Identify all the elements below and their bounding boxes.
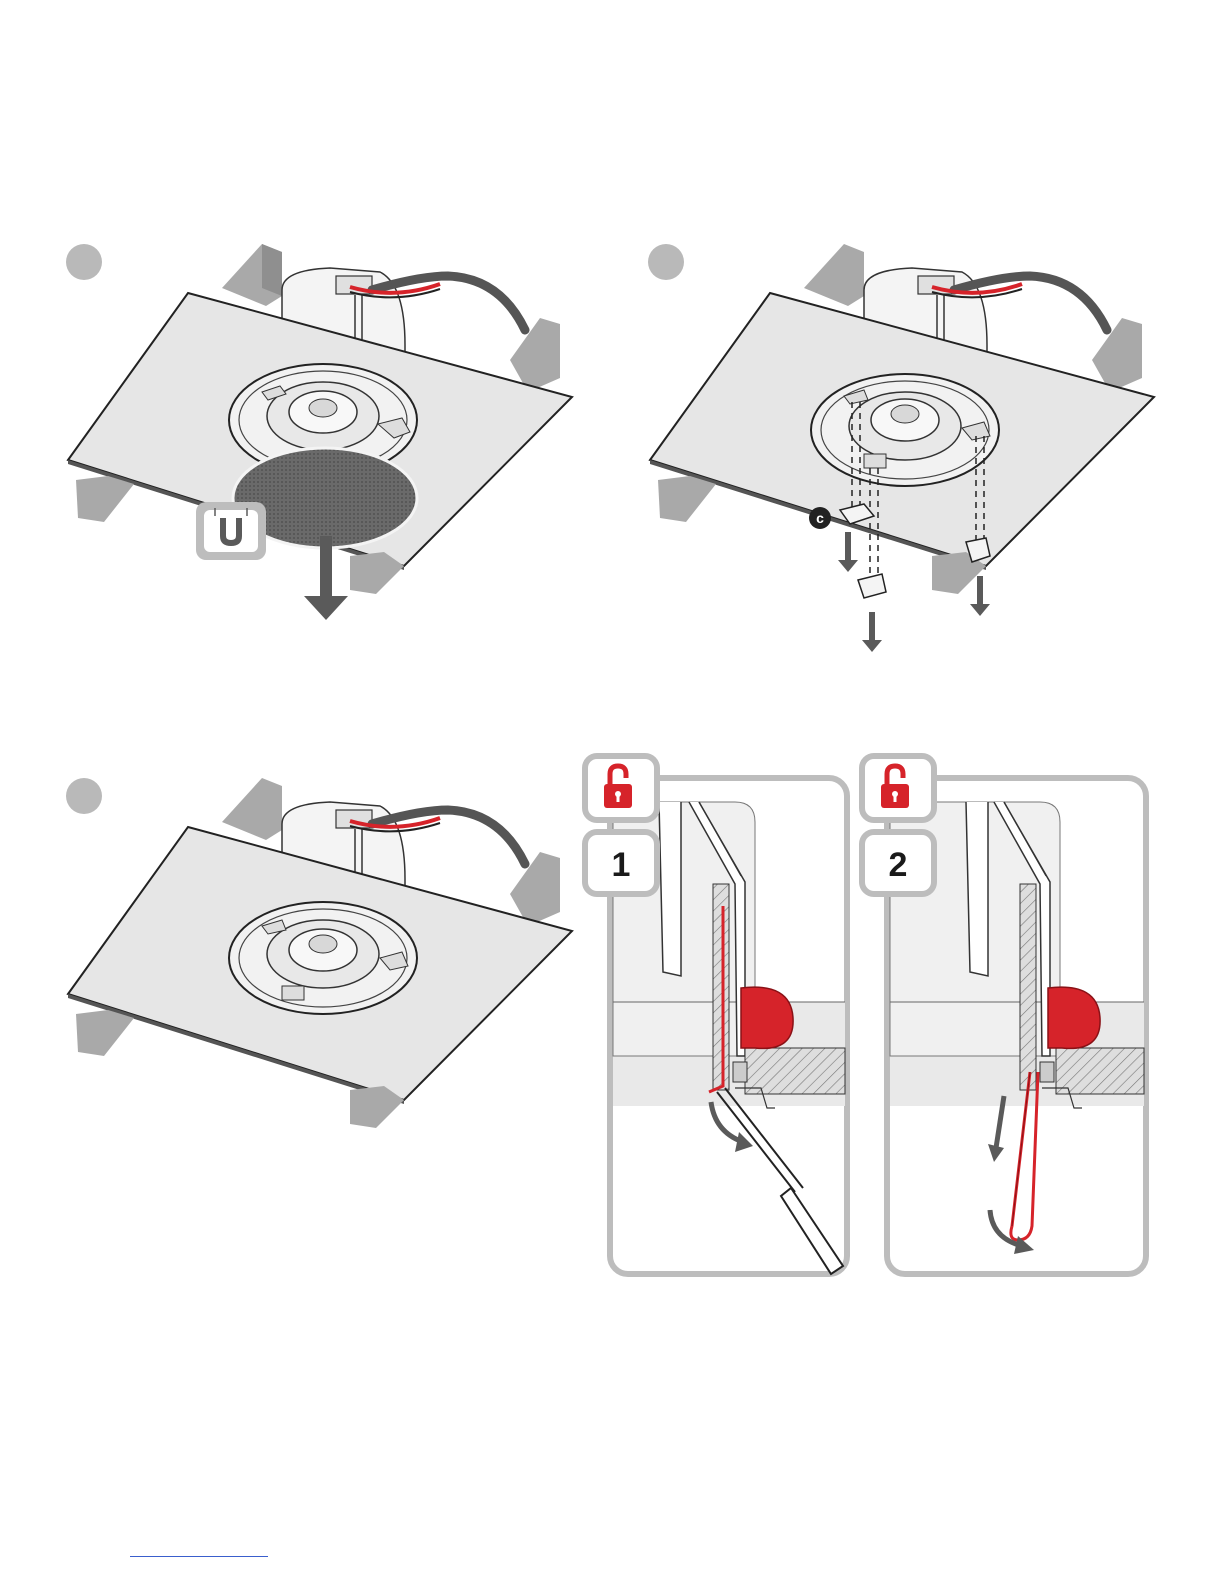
step-badge-2: 2 (862, 832, 934, 894)
svg-text:1: 1 (612, 846, 631, 884)
unlock-icon (585, 756, 657, 820)
svg-text:2: 2 (889, 846, 908, 884)
speaker-baffle (811, 374, 999, 486)
svg-text:c: c (816, 510, 824, 526)
step-badge-1: 1 (585, 832, 657, 894)
callout-c-label: c (812, 510, 828, 526)
ceiling-joist-front (76, 1010, 134, 1056)
detail-panel-1: 1 (585, 756, 850, 1278)
ceiling-joist-front (658, 476, 716, 522)
speaker-baffle (229, 902, 417, 1014)
unlock-icon (862, 756, 934, 820)
footer-link-underline (130, 1556, 268, 1557)
detail-panel-2: 2 (862, 756, 1152, 1278)
